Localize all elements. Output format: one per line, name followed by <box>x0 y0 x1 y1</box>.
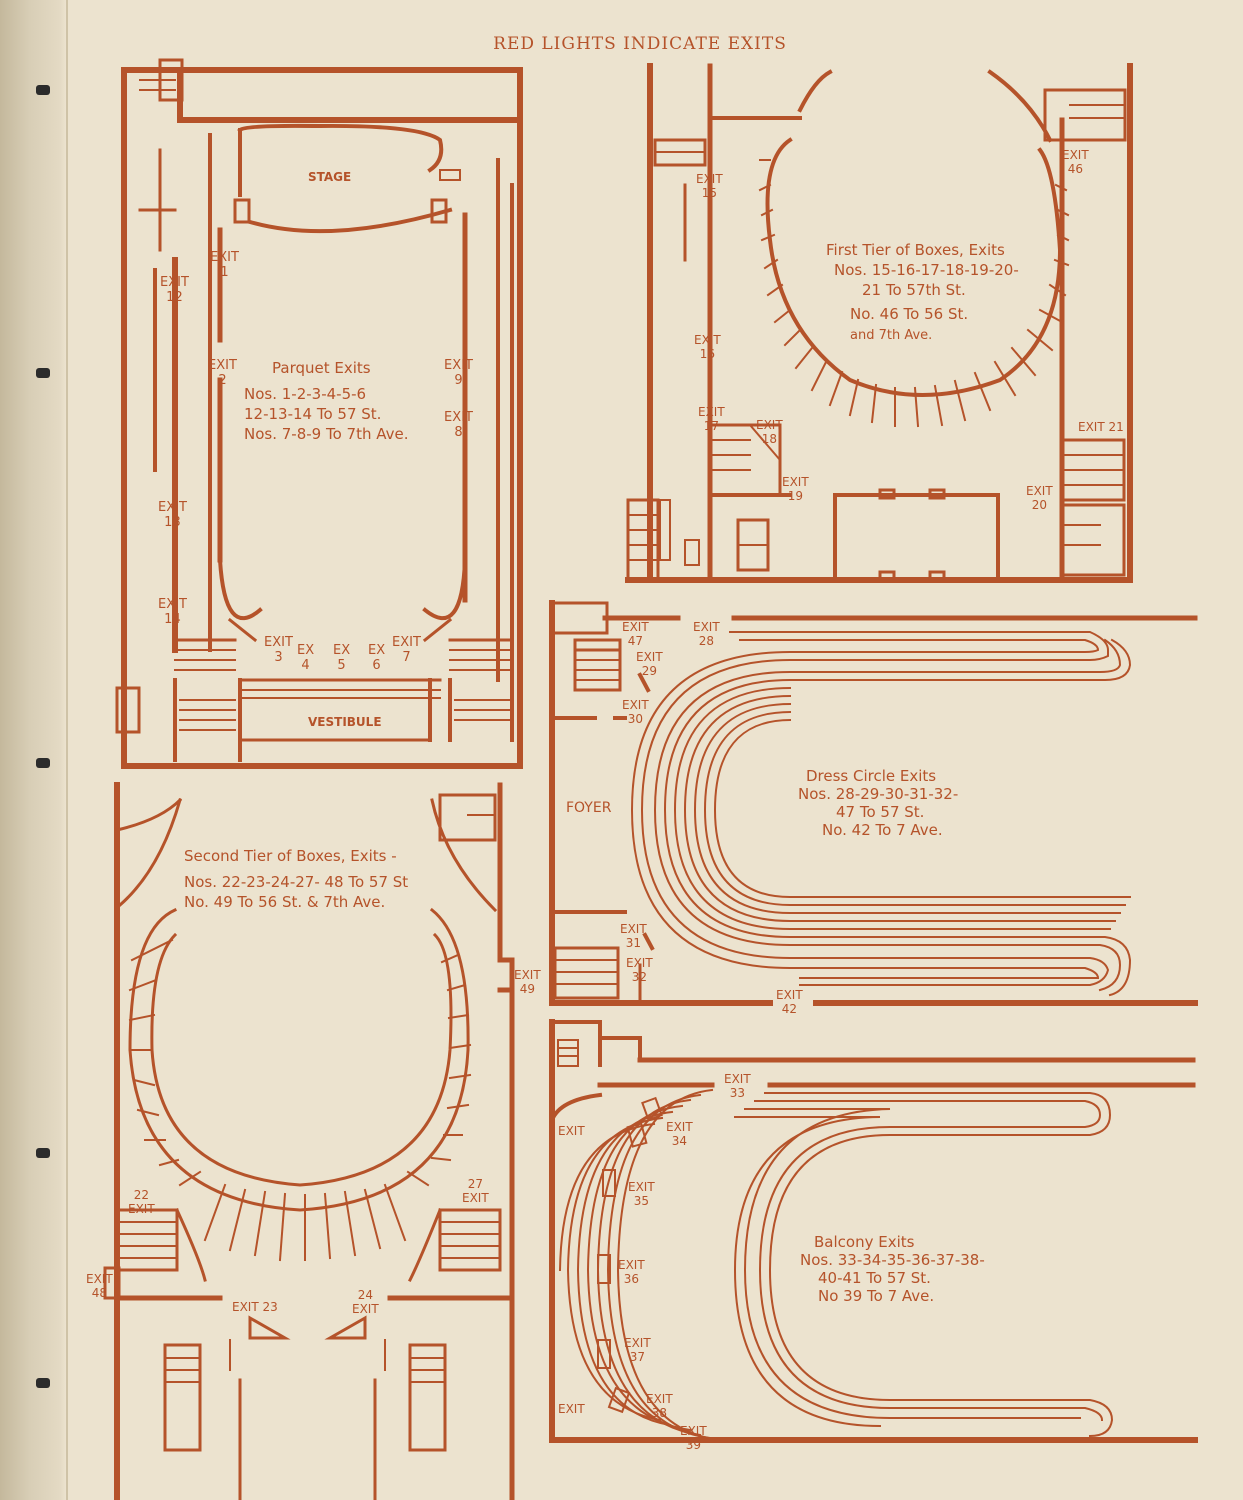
exit-label: EX 4 <box>297 643 315 673</box>
exit-label: EXIT 18 <box>756 418 783 446</box>
second-tier-plan <box>103 782 515 1500</box>
exit-label: EXIT 46 <box>1062 148 1089 176</box>
parquet-line-2: 12-13-14 To 57 St. <box>244 405 382 423</box>
exit-label: EXIT 36 <box>618 1258 645 1286</box>
exit-label: EXIT 32 <box>626 956 653 984</box>
exit-label: EXIT 34 <box>666 1120 693 1148</box>
exit-label: EXIT 15 <box>696 172 723 200</box>
parquet-line-1: Nos. 1-2-3-4-5-6 <box>244 385 367 403</box>
exit-label: EXIT <box>558 1124 585 1138</box>
stage-label: STAGE <box>308 170 352 184</box>
exit-label: EXIT 8 <box>444 410 473 440</box>
exit-label: EXIT 31 <box>620 922 647 950</box>
exit-label: EXIT 17 <box>698 405 725 433</box>
page-title: RED LIGHTS INDICATE EXITS <box>493 34 787 54</box>
exit-label: EXIT 35 <box>628 1180 655 1208</box>
second-tier-line-2: No. 49 To 56 St. & 7th Ave. <box>184 893 386 911</box>
exit-label: 27 EXIT <box>462 1177 489 1205</box>
exit-label: EXIT 38 <box>646 1392 673 1420</box>
exit-label: EXIT 47 <box>622 620 649 648</box>
exit-label: EXIT 49 <box>514 968 541 996</box>
staple-mark <box>36 758 50 768</box>
exit-label: EXIT 21 <box>1078 420 1124 434</box>
exit-label: EXIT 20 <box>1026 484 1053 512</box>
staple-mark <box>36 1148 50 1158</box>
balcony-plan <box>549 1019 1198 1443</box>
exit-label: 22 EXIT <box>128 1188 155 1216</box>
first-tier-line-4: and 7th Ave. <box>850 328 933 343</box>
staple-mark <box>36 368 50 378</box>
first-tier-plan <box>625 63 1133 583</box>
balcony-heading: Balcony Exits <box>814 1233 915 1251</box>
exit-label: EXIT 48 <box>86 1272 113 1300</box>
first-tier-line-2: 21 To 57th St. <box>862 281 966 299</box>
foyer-label: FOYER <box>566 800 612 816</box>
exit-label: EXIT 19 <box>782 475 809 503</box>
exit-label: EX 5 <box>333 643 351 673</box>
parquet-heading: Parquet Exits <box>272 359 371 377</box>
exit-label: EXIT 28 <box>693 620 720 648</box>
vestibule-label: VESTIBULE <box>308 715 382 729</box>
dress-circle-line-1: Nos. 28-29-30-31-32- <box>798 785 959 803</box>
dress-circle-plan <box>549 600 1198 1006</box>
balcony-line-3: No 39 To 7 Ave. <box>818 1287 935 1305</box>
exit-label: EXIT 9 <box>444 358 473 388</box>
first-tier-heading: First Tier of Boxes, Exits <box>826 241 1005 259</box>
exit-label: EXIT 7 <box>392 635 421 665</box>
exit-label: EXIT <box>558 1402 585 1416</box>
exit-label: EXIT 39 <box>680 1424 707 1452</box>
exit-label: EXIT 1 <box>210 250 239 280</box>
balcony-line-1: Nos. 33-34-35-36-37-38- <box>800 1251 985 1269</box>
exit-label: EXIT 33 <box>724 1072 751 1100</box>
parquet-line-3: Nos. 7-8-9 To 7th Ave. <box>244 425 409 443</box>
exit-label: EXIT 2 <box>208 358 237 388</box>
second-tier-heading: Second Tier of Boxes, Exits - <box>184 847 397 865</box>
exit-label: EXIT 12 <box>160 275 189 305</box>
first-tier-line-3: No. 46 To 56 St. <box>850 305 969 323</box>
exit-label: EX 6 <box>368 643 386 673</box>
dress-circle-line-3: No. 42 To 7 Ave. <box>822 821 943 839</box>
exit-label: EXIT 29 <box>636 650 663 678</box>
staple-mark <box>36 85 50 95</box>
dress-circle-line-2: 47 To 57 St. <box>836 803 925 821</box>
balcony-line-2: 40-41 To 57 St. <box>818 1269 931 1287</box>
binding-edge <box>0 0 66 1500</box>
exit-label: EXIT 16 <box>694 333 721 361</box>
staple-mark <box>36 1378 50 1388</box>
exit-label: EXIT 23 <box>232 1300 278 1314</box>
page-crease <box>66 0 68 1500</box>
exit-label: EXIT 14 <box>158 597 187 627</box>
parquet-plan <box>115 58 523 769</box>
exit-label: 24 EXIT <box>352 1288 379 1316</box>
first-tier-line-1: Nos. 15-16-17-18-19-20- <box>834 261 1019 279</box>
exit-label: EXIT 30 <box>622 698 649 726</box>
exit-label: EXIT 37 <box>624 1336 651 1364</box>
exit-label: EXIT 13 <box>158 500 187 530</box>
exit-label: EXIT 3 <box>264 635 293 665</box>
dress-circle-heading: Dress Circle Exits <box>806 767 937 785</box>
exit-label: EXIT 42 <box>776 988 803 1016</box>
second-tier-line-1: Nos. 22-23-24-27- 48 To 57 St <box>184 873 409 891</box>
